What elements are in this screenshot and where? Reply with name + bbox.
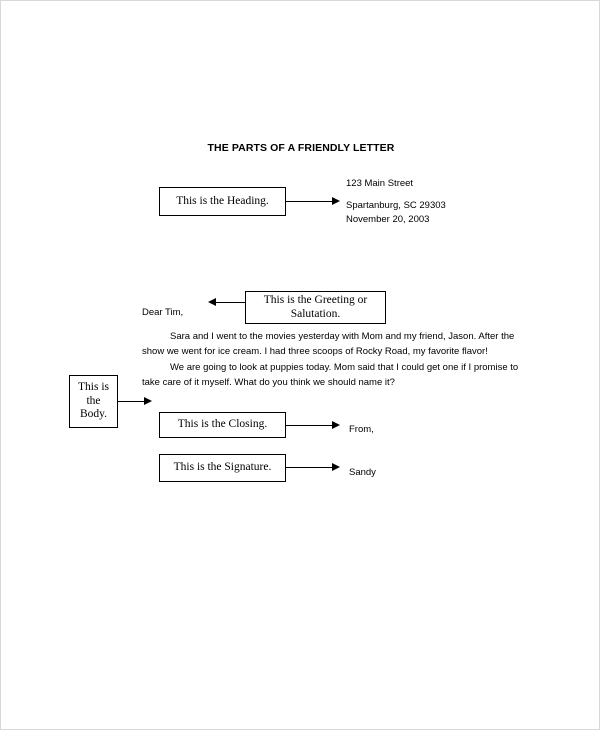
body-paragraph-2: We are going to look at puppies today. M… <box>142 361 519 389</box>
connector-signature-line <box>286 467 334 468</box>
page-title: THE PARTS OF A FRIENDLY LETTER <box>207 142 395 154</box>
callout-heading: This is the Heading. <box>159 187 286 216</box>
address-line-city-state-zip: Spartanburg, SC 29303 <box>346 200 446 212</box>
address-blank-line <box>346 190 546 199</box>
body-paragraph-1: Sara and I went to the movies yesterday … <box>142 331 515 358</box>
connector-heading-line <box>286 201 334 202</box>
letter-greeting-text: Dear Tim, <box>142 307 184 318</box>
callout-closing: This is the Closing. <box>159 412 286 438</box>
arrow-right-icon <box>332 421 340 429</box>
callout-signature: This is the Signature. <box>159 454 286 482</box>
letter-signature-text: Sandy <box>349 467 376 478</box>
connector-closing-line <box>286 425 334 426</box>
callout-body-line-2: the <box>86 394 101 407</box>
connector-body-line <box>118 401 145 402</box>
letter-body-text: Sara and I went to the movies yesterday … <box>142 329 531 391</box>
arrow-right-icon <box>332 197 340 205</box>
address-line-street: 123 Main Street <box>346 178 414 189</box>
callout-body-line-1: This is <box>78 381 109 394</box>
arrow-left-icon <box>208 298 216 306</box>
address-line-date: November 20, 2003 <box>346 213 430 225</box>
address-block: 123 Main Street Spartanburg, SC 29303 No… <box>346 177 546 226</box>
arrow-right-icon <box>144 397 152 405</box>
letter-closing-text: From, <box>349 424 374 435</box>
arrow-right-icon <box>332 463 340 471</box>
connector-greeting-line <box>215 302 246 303</box>
callout-body-line-3: Body. <box>79 408 108 421</box>
callout-greeting: This is the Greeting or Salutation. <box>245 291 386 324</box>
callout-body: This is the Body. <box>69 375 118 428</box>
